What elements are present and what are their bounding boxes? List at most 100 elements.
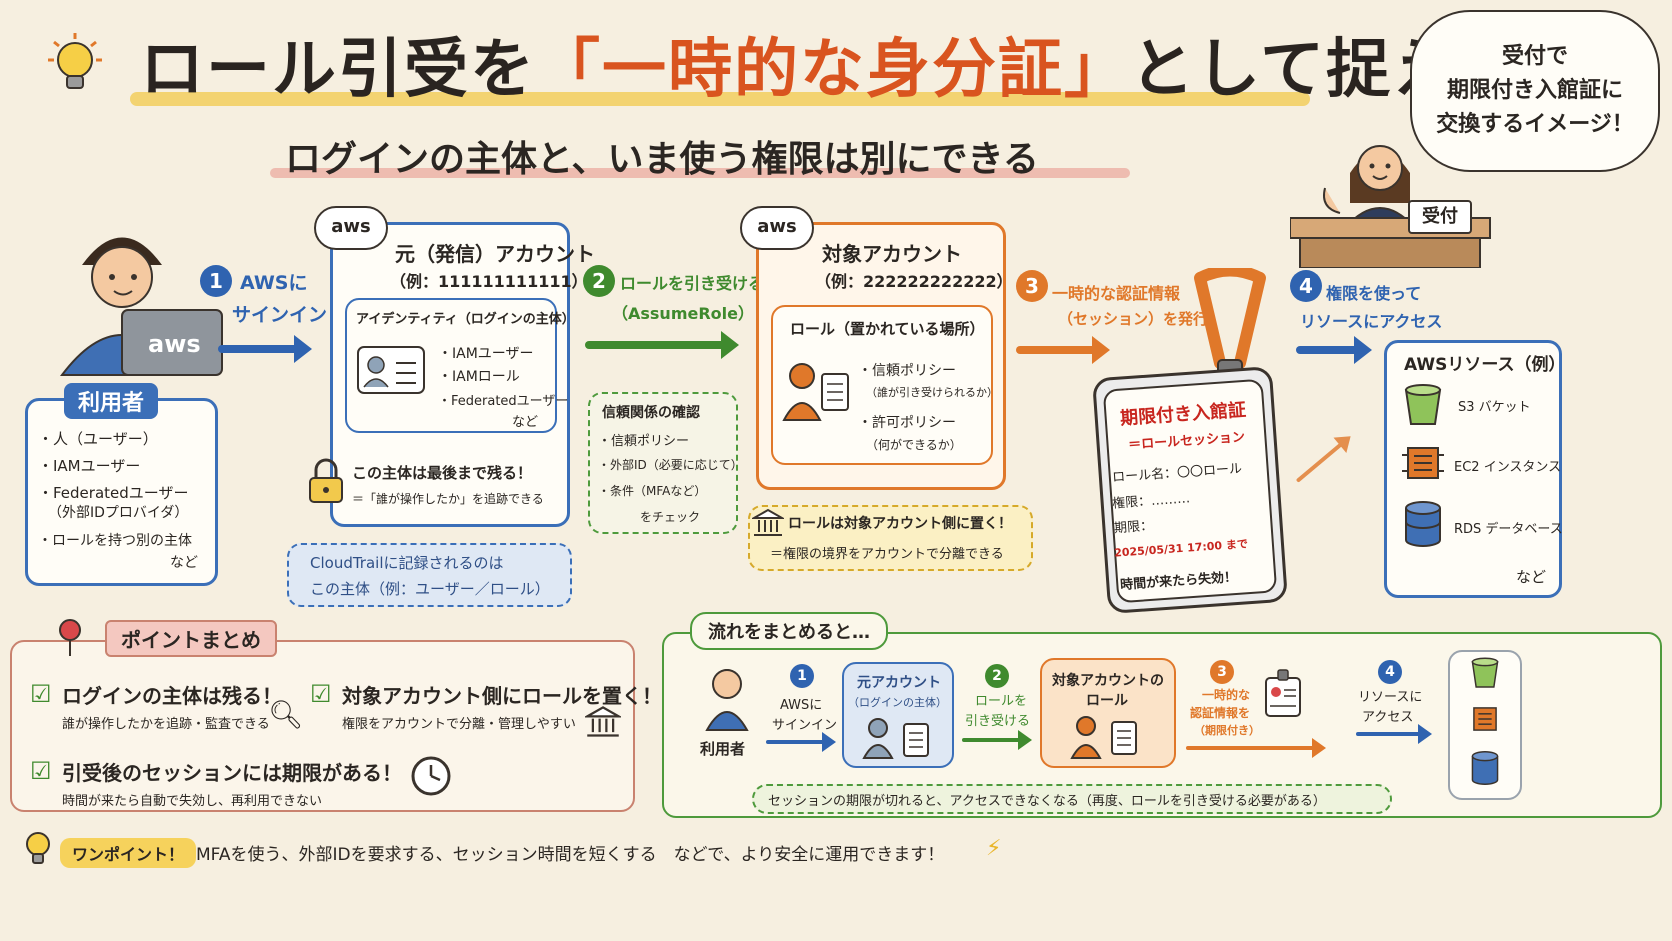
role-item: （誰が引き受けられるか） [866, 386, 998, 399]
onepoint-text: MFAを使う、外部IDを要求する、セッション時間を短くする などで、より安全に運… [196, 845, 945, 865]
lightbulb-icon [40, 30, 110, 100]
flow-step3-label: （期限付き） [1194, 724, 1260, 737]
role-person-icon [780, 360, 850, 422]
identity-item: ・Federatedユーザー [438, 394, 569, 409]
point2-sub: 権限をアカウントで分離・管理しやすい [342, 717, 576, 732]
step2-label: ロールを引き受ける [620, 274, 765, 293]
flow-source-label: （ログインの主体） [848, 696, 947, 709]
source-account-title: 元（発信）アカウント [395, 242, 595, 266]
point2-title: 対象アカウント側にロールを置く！ [342, 684, 662, 708]
role-item: ・許可ポリシー [858, 415, 956, 431]
flow-target-box [1040, 658, 1176, 768]
step1-number: 1 [200, 265, 232, 297]
cloudtrail-line: この主体（例：ユーザー／ロール） [310, 580, 550, 598]
flow-step2-label: 引き受ける [965, 714, 1031, 729]
user-item: ・ロールを持つ別の主体 [38, 533, 192, 549]
flow-step2-arrow [962, 730, 1032, 750]
resource-item: EC2 インスタンス [1454, 460, 1562, 475]
aws-cloud-icon: aws [740, 206, 814, 250]
check-icon: ☑ [310, 680, 332, 708]
speech-bubble: 受付で 期限付き入館証に 交換するイメージ！ [1410, 10, 1660, 172]
resource-item: RDS データベース [1454, 522, 1563, 537]
flow-footer-note [752, 784, 1392, 814]
magnifier-icon: 🔍︎ [268, 698, 304, 731]
trust-check-item: ・信頼ポリシー [598, 434, 690, 449]
flow-step1-label: サインイン [772, 718, 838, 733]
step3-label: 一時的な認証情報 [1052, 284, 1181, 303]
target-note-line: ＝権限の境界をアカウントで分離できる [770, 547, 1004, 562]
flow-user-label: 利用者 [700, 740, 746, 758]
user-label: 利用者 [64, 383, 159, 419]
user-item: など [170, 555, 198, 571]
step4-arrow [1296, 336, 1372, 364]
identity-item: ・IAMロール [438, 369, 520, 385]
step1-label: サインイン [232, 304, 328, 326]
step1-arrow [218, 335, 312, 363]
lanyard [1170, 264, 1290, 388]
resources-more: など [1516, 568, 1547, 586]
cloudtrail-line: CloudTrailに記録されるのは [310, 554, 504, 572]
flow-target-icon [1068, 714, 1144, 760]
step3-arrow [1016, 336, 1110, 364]
pin-icon [55, 618, 85, 658]
resources-title: AWSリソース（例） [1404, 355, 1566, 375]
flow-step2-number: 2 [985, 664, 1009, 688]
id-card-icon [356, 345, 426, 395]
step1-label: AWSに [240, 272, 308, 294]
step4-label: リソースにアクセス [1300, 312, 1443, 331]
flow-title: 流れをまとめると… [690, 612, 888, 650]
trust-check-item: ・条件（MFAなど） [598, 484, 707, 498]
trust-check-title: 信頼関係の確認 [602, 405, 700, 421]
point1-title: ログインの主体は残る！ [62, 684, 282, 708]
step2-arrow [585, 331, 739, 359]
trust-check-item: ・外部ID（必要に応じて） [598, 458, 743, 472]
cloudtrail-note [287, 543, 572, 607]
receptionist-illustration [1289, 118, 1500, 269]
id-badge-icon [1264, 668, 1302, 718]
lock-icon [306, 458, 346, 504]
target-note [748, 505, 1033, 571]
rds-database-icon [1400, 500, 1446, 548]
user-item: ・Federatedユーザー [38, 484, 189, 502]
flow-user-icon [705, 660, 749, 732]
lightbulb-icon [20, 828, 56, 868]
ec2-chip-icon [1400, 440, 1446, 486]
flow-source-label: 元アカウント [857, 675, 941, 691]
points-title: ポイントまとめ [105, 620, 277, 657]
identity-item: ・IAMユーザー [438, 346, 534, 362]
flow-footer-text: セッションの期限が切れると、アクセスできなくなる（再度、ロールを引き受ける必要が… [768, 794, 1326, 809]
laptop-aws-logo: aws [148, 330, 201, 358]
reception-sign: 受付 [1408, 200, 1472, 234]
lock-note-sub: ＝「誰が操作したか」を追跡できる [352, 492, 544, 506]
point3-sub: 時間が来たら自動で失効し、再利用できない [62, 794, 323, 809]
s3-bucket-icon [1400, 382, 1446, 428]
points-card [10, 640, 635, 812]
flow-step4-label: リソースに [1358, 690, 1423, 705]
flow-target-label: 対象アカウントの [1052, 673, 1164, 689]
step3-label: （セッション）を発行 [1058, 310, 1209, 328]
rds-database-icon [1468, 750, 1502, 786]
step2-number: 2 [583, 265, 615, 297]
flow-source-box [842, 662, 954, 768]
user-illustration [42, 215, 232, 385]
lightning-icon: ⚡︎ [986, 836, 1002, 861]
user-item: ・人（ユーザー） [38, 430, 158, 448]
flow-step4-label: アクセス [1362, 710, 1414, 725]
resource-item: S3 バケット [1458, 400, 1531, 415]
role-item: （何ができるか） [866, 438, 962, 452]
badge-to-resource-arrow [1295, 441, 1345, 483]
badge-expiry-label: 期限： [1113, 518, 1154, 537]
user-card [25, 398, 218, 586]
target-note-line: ロールは対象アカウント側に置く！ [788, 516, 1012, 532]
flow-step3-number: 3 [1210, 660, 1234, 684]
source-account-example: （例：111111111111） [390, 272, 588, 291]
flow-step3-label: 一時的な [1202, 688, 1251, 702]
flow-step2-label: ロールを [975, 694, 1028, 709]
subtitle-underline [270, 168, 1130, 178]
title-underline [130, 92, 1310, 106]
step4-label: 権限を使って [1326, 284, 1422, 303]
flow-step4-arrow [1356, 724, 1432, 744]
lock-note: この主体は最後まで残る！ [352, 464, 533, 482]
flow-step3-label: 認証情報を [1190, 706, 1251, 720]
step4-number: 4 [1290, 270, 1322, 302]
